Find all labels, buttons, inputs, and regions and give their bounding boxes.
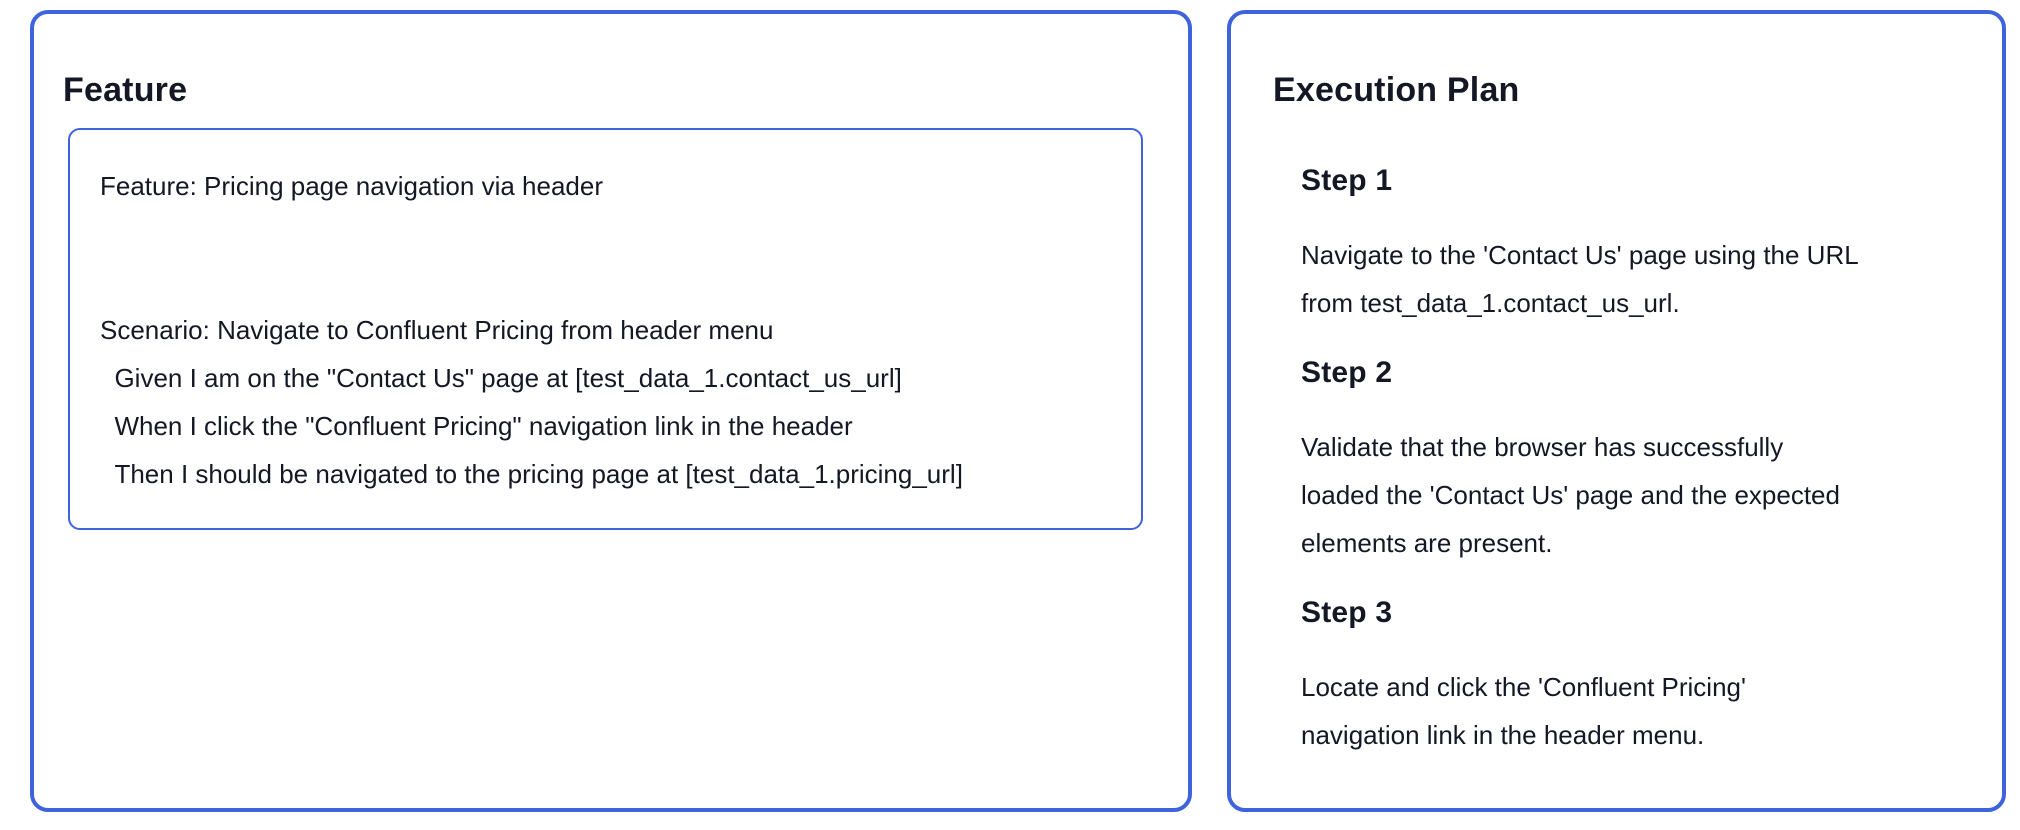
feature-content-box[interactable]: Feature: Pricing page navigation via hea… [68, 128, 1143, 530]
steps-list: Step 1 Navigate to the 'Contact Us' page… [1301, 157, 1956, 759]
step-2-description: Validate that the browser has successful… [1301, 432, 1840, 558]
step-1-label: Step 1 [1301, 164, 1393, 197]
step-1-description: Navigate to the 'Contact Us' page using … [1301, 240, 1859, 318]
feature-panel-title: Feature [63, 71, 188, 109]
feature-gherkin-text: Feature: Pricing page navigation via hea… [100, 171, 963, 489]
step-3-label: Step 3 [1301, 596, 1393, 629]
execution-plan-title: Execution Plan [1273, 71, 1520, 109]
step-item-3: Step 3 Locate and click the 'Confluent P… [1301, 589, 1956, 759]
step-2-label: Step 2 [1301, 356, 1393, 389]
feature-panel: Feature Feature: Pricing page navigation… [30, 10, 1192, 812]
step-3-description: Locate and click the 'Confluent Pricing'… [1301, 672, 1746, 750]
step-item-2: Step 2 Validate that the browser has suc… [1301, 349, 1956, 567]
execution-plan-panel: Execution Plan Step 1 Navigate to the 'C… [1227, 10, 2006, 812]
step-item-1: Step 1 Navigate to the 'Contact Us' page… [1301, 157, 1956, 327]
